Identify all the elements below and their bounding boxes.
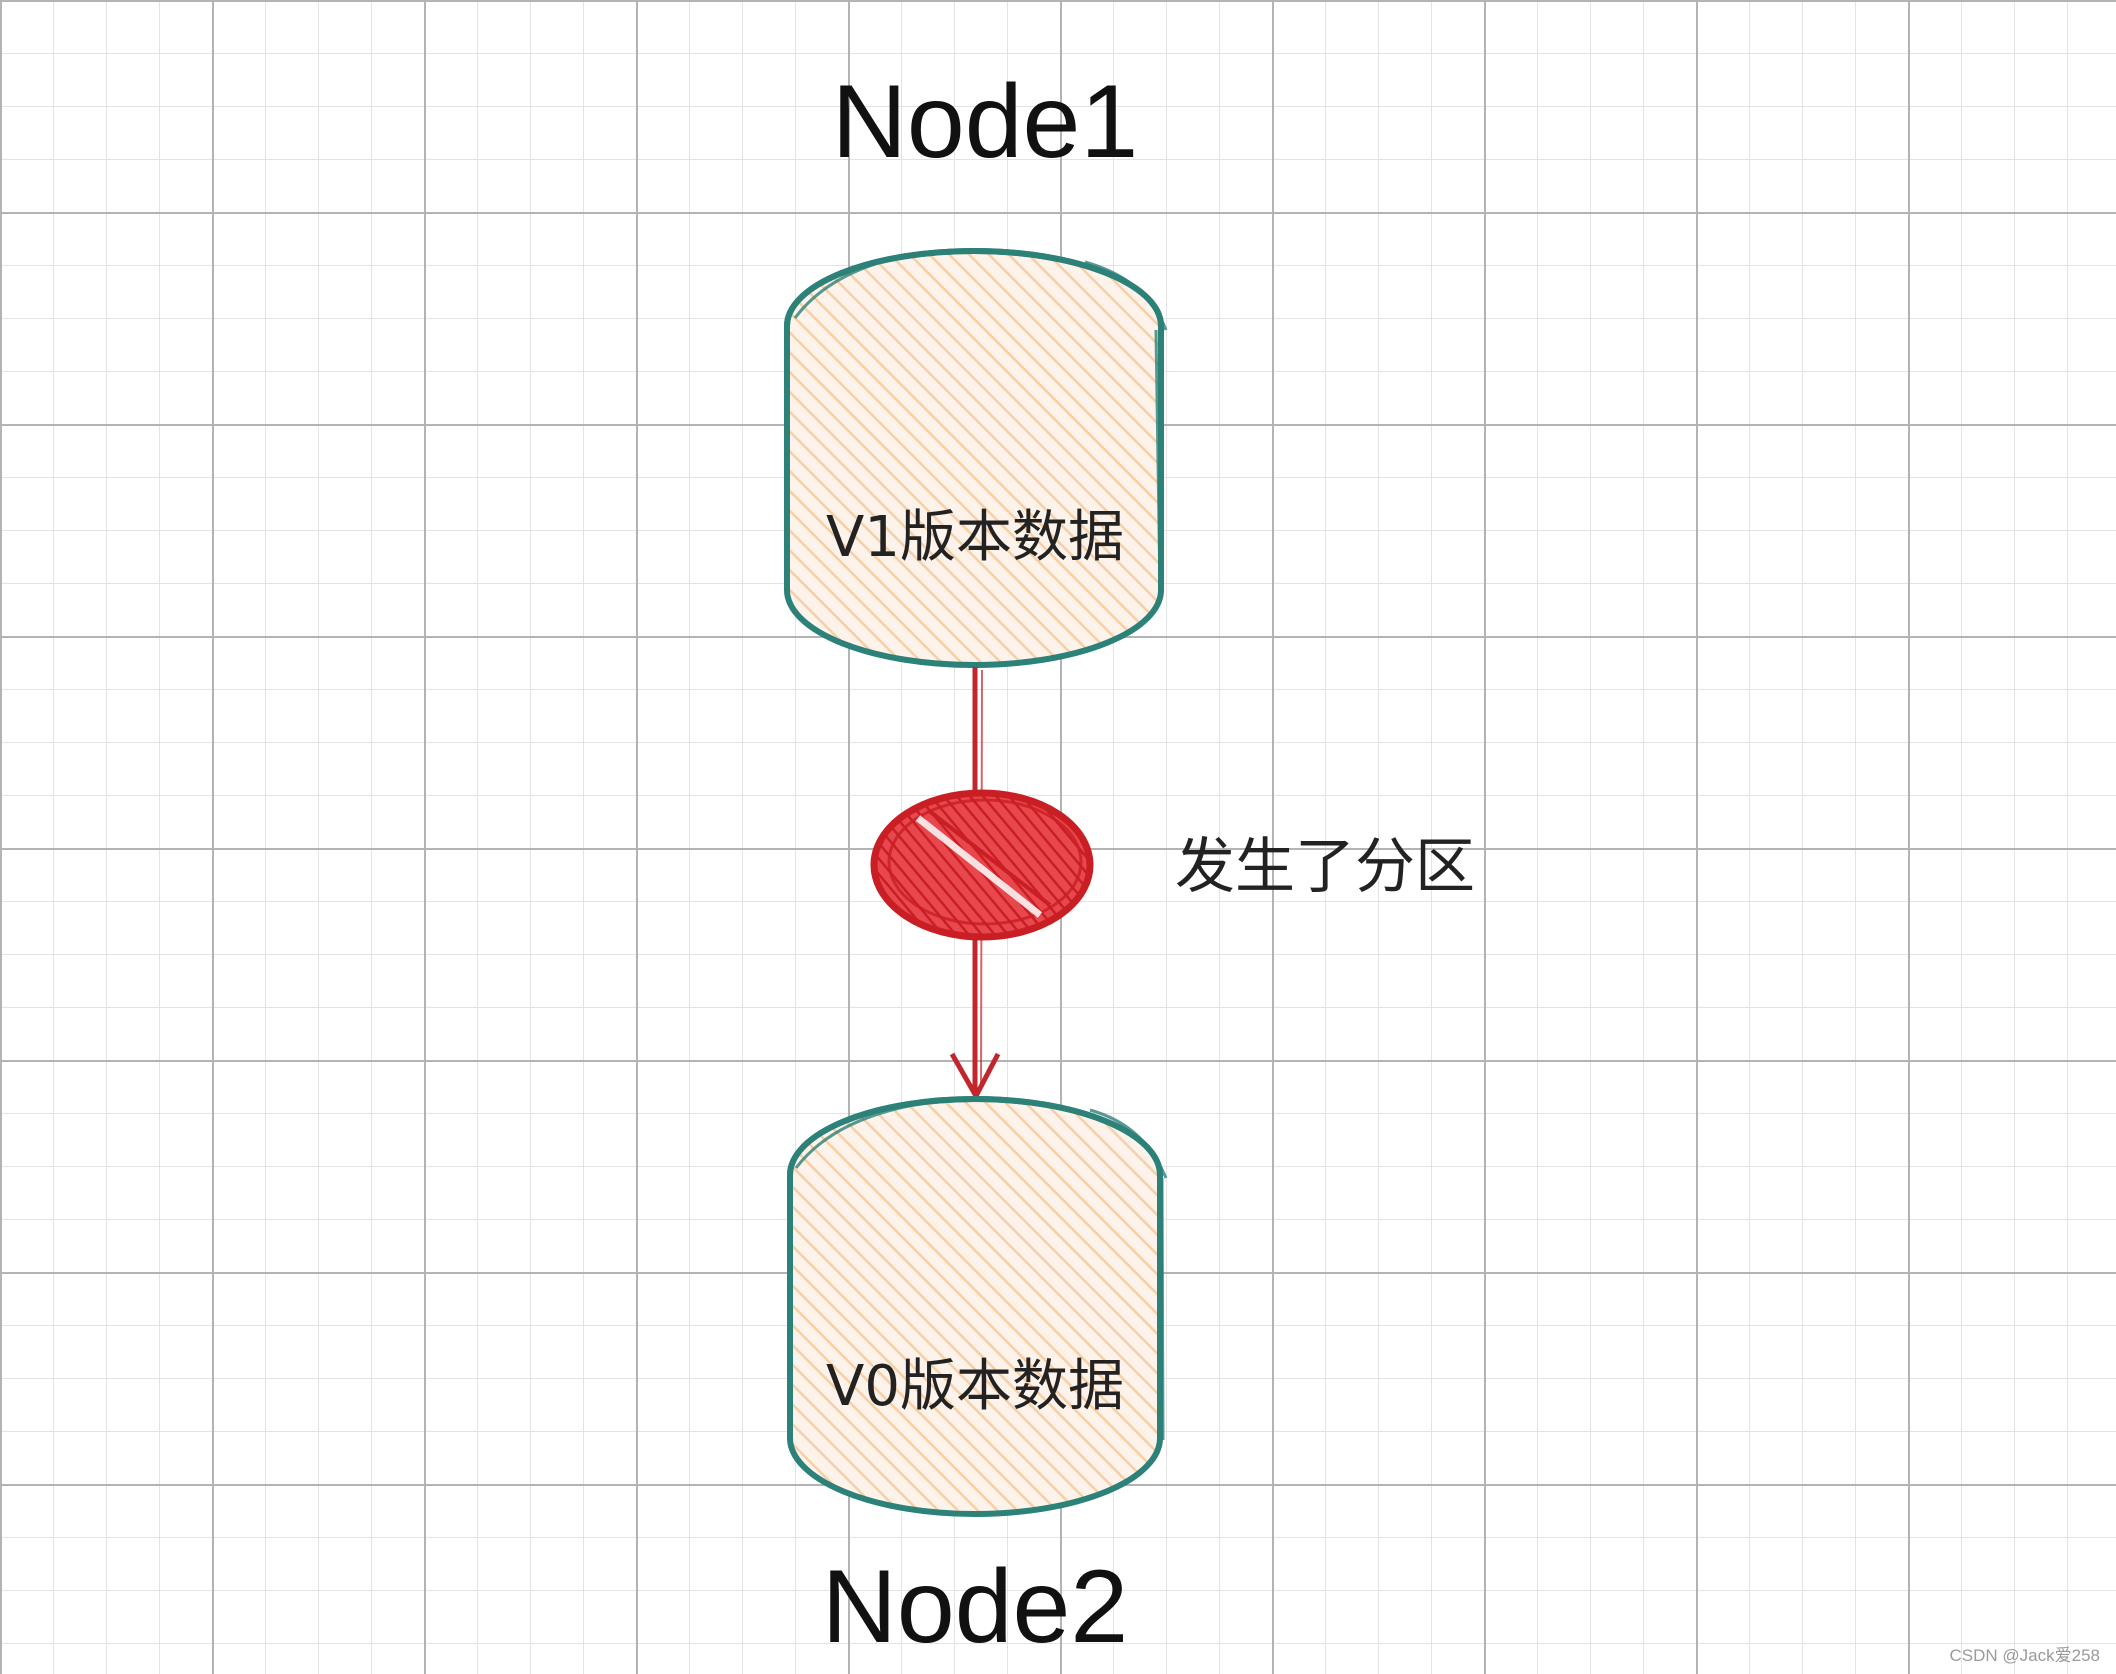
node1-cylinder-body xyxy=(784,248,1164,668)
node2-cylinder-body xyxy=(787,1096,1163,1517)
no-entry-icon xyxy=(870,789,1094,941)
node2-sketch-stroke xyxy=(794,1098,1168,1441)
arrowhead xyxy=(949,1052,1001,1099)
watermark: CSDN @Jack爱258 xyxy=(1950,1646,2100,1665)
node2-database: V0版本数据 xyxy=(787,1096,1168,1517)
node2-data-label: V0版本数据 xyxy=(826,1354,1124,1419)
node1-sketch-stroke xyxy=(793,248,1168,593)
node1-data-label: V1版本数据 xyxy=(826,505,1124,570)
node1-database: V1版本数据 xyxy=(784,248,1168,668)
node1-title: Node1 xyxy=(832,64,1138,180)
partition-label: 发生了分区 xyxy=(1175,832,1475,902)
node2-title: Node2 xyxy=(822,1549,1128,1665)
